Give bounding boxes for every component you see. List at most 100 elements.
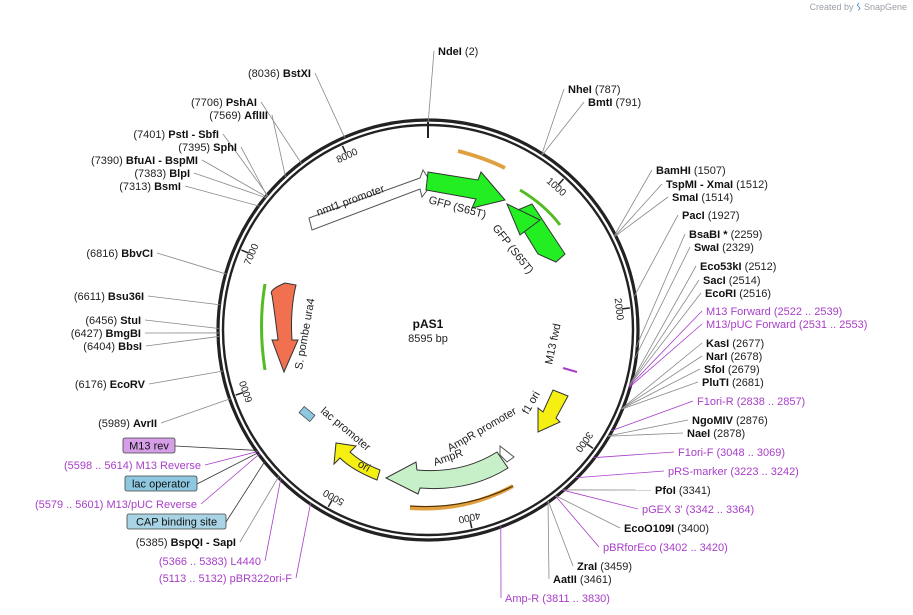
primer-leader-line [264,478,282,562]
green-arc-left [260,283,267,371]
site-label: (6176) EcoRV [75,379,146,391]
orange-arc-top [457,149,506,170]
scale-tick [241,249,250,254]
site-leader-line [608,419,689,437]
primer-leader-line [295,502,312,579]
site-label: (7383) BlpI [134,168,190,180]
site-label: (5385) BspQI - SapI [136,537,236,549]
ori-arrow [333,442,381,481]
watermark-brand: SnapGene [863,2,907,12]
site-label: SwaI (2329) [694,242,754,254]
site-label: (8036) BstXI [248,68,311,80]
primer-label: (5113 .. 5132) pBR322ori-F [159,573,292,585]
site-label: (7401) PstI - SbfI [133,129,219,141]
site-label: BamHI (1507) [656,165,726,177]
m13-rev-box [122,437,176,454]
cap-binding-site-box [126,513,227,530]
site-label: (7313) BsmI [119,181,181,193]
site-leader-line [621,342,703,410]
scale-tick-label: 4000 [457,509,482,525]
site-leader-line [271,114,286,178]
primer-label: M13 Forward (2522 .. 2539) [706,306,842,318]
primer-label: pGEX 3' (3342 .. 3364) [642,504,754,516]
site-label: ZraI (3459) [577,561,632,573]
orange-arc-bottom [409,484,514,511]
site-label: SacI (2514) [703,275,761,287]
primer-leader-line [593,451,675,459]
site-leader-line [547,501,550,580]
site-leader-line [614,183,663,237]
site-label: NaeI (2878) [687,428,745,440]
ampr-promoter-label: AmpR promoter [446,405,520,454]
site-leader-line [239,476,280,543]
f1-ori-arrow [537,389,569,433]
site-leader-line [614,169,653,236]
site-leader-line [156,252,227,275]
site-leader-line [222,133,269,196]
site-label: BsaBI * (2259) [689,229,762,241]
site-label: EcoO109I (3400) [624,523,709,535]
scale-tick-label: 7000 [243,242,262,267]
plasmid-length: 8595 bp [408,333,448,345]
site-leader-line [260,101,302,164]
site-leader-line [635,233,686,347]
site-label: EcoRI (2516) [705,288,771,300]
dark-arc-bottom [409,485,514,508]
primer-leader-line [200,453,260,505]
site-leader-line [184,185,260,207]
primer-label: Amp-R (3811 .. 3830) [505,593,610,605]
primer-label: F1ori-R (2838 .. 2857) [697,396,805,408]
site-leader-line [607,432,684,437]
site-label: (6611) Bsu36I [74,291,144,303]
snapgene-logo-icon: ᛊ [856,2,862,12]
primer-label: pBRforEco (3402 .. 3420) [603,542,728,554]
site-leader-line [201,159,267,198]
site-leader-line [314,72,346,139]
m13-fwd-label: M13 fwd [543,322,563,365]
site-leader-line [160,398,231,424]
scale-tick-label: 5000 [321,486,346,507]
site-label: SmaI (1514) [672,192,733,204]
site-leader-line [633,214,679,297]
site-leader-line [614,196,669,237]
primer-label: (5579 .. 5601) M13/pUC Reverse [35,499,197,511]
site-label: NheI (787) [568,84,621,96]
site-leader-line [541,101,585,156]
site-label: PluTI (2681) [702,377,764,389]
site-label: (6456) StuI [85,315,141,327]
site-label: NgoMIV (2876) [692,415,768,427]
lac-operator-box [124,475,198,492]
site-labels: NdeI (2)NheI (787)BmtI (791)BamHI (1507)… [35,46,867,605]
site-leader-line [427,50,435,122]
site-label: KasI (2677) [706,338,764,350]
site-leader-line [240,146,268,197]
m13-rev-box-label: M13 rev [129,441,169,453]
scale-tick-label: 1000 [544,176,568,199]
site-leader-line [621,368,701,410]
site-leader-line [541,88,565,155]
cap-binding-site-box-label: CAP binding site [136,517,217,529]
site-leader-line [629,265,697,386]
scale-tick-label: 3000 [572,429,594,454]
primer-leader-line [628,310,703,387]
plasmid-name: pAS1 [413,317,444,331]
ampr-arrow [384,451,509,495]
site-leader-line [629,279,700,386]
site-leader-line [634,246,691,358]
site-label: PacI (1927) [682,210,740,222]
site-label: (6427) BmgBI [71,328,141,340]
site-label: (6816) BbvCI [86,248,153,260]
primer-leader-line [554,495,600,548]
primer-label: (5366 .. 5383) L4440 [159,556,261,568]
scale-tick [557,178,565,186]
site-label: BmtI (791) [588,97,641,109]
site-leader-line [621,355,703,410]
site-label: (7390) BfuAI - BspMI [91,155,198,167]
lac-operator-box-leader-line [196,452,259,485]
site-leader-line [555,495,621,529]
site-label: (6404) BbsI [83,341,142,353]
ura4-label: S. pombe ura4 [293,297,317,370]
green-arc-top [519,188,562,226]
site-leader-lines [144,50,703,599]
